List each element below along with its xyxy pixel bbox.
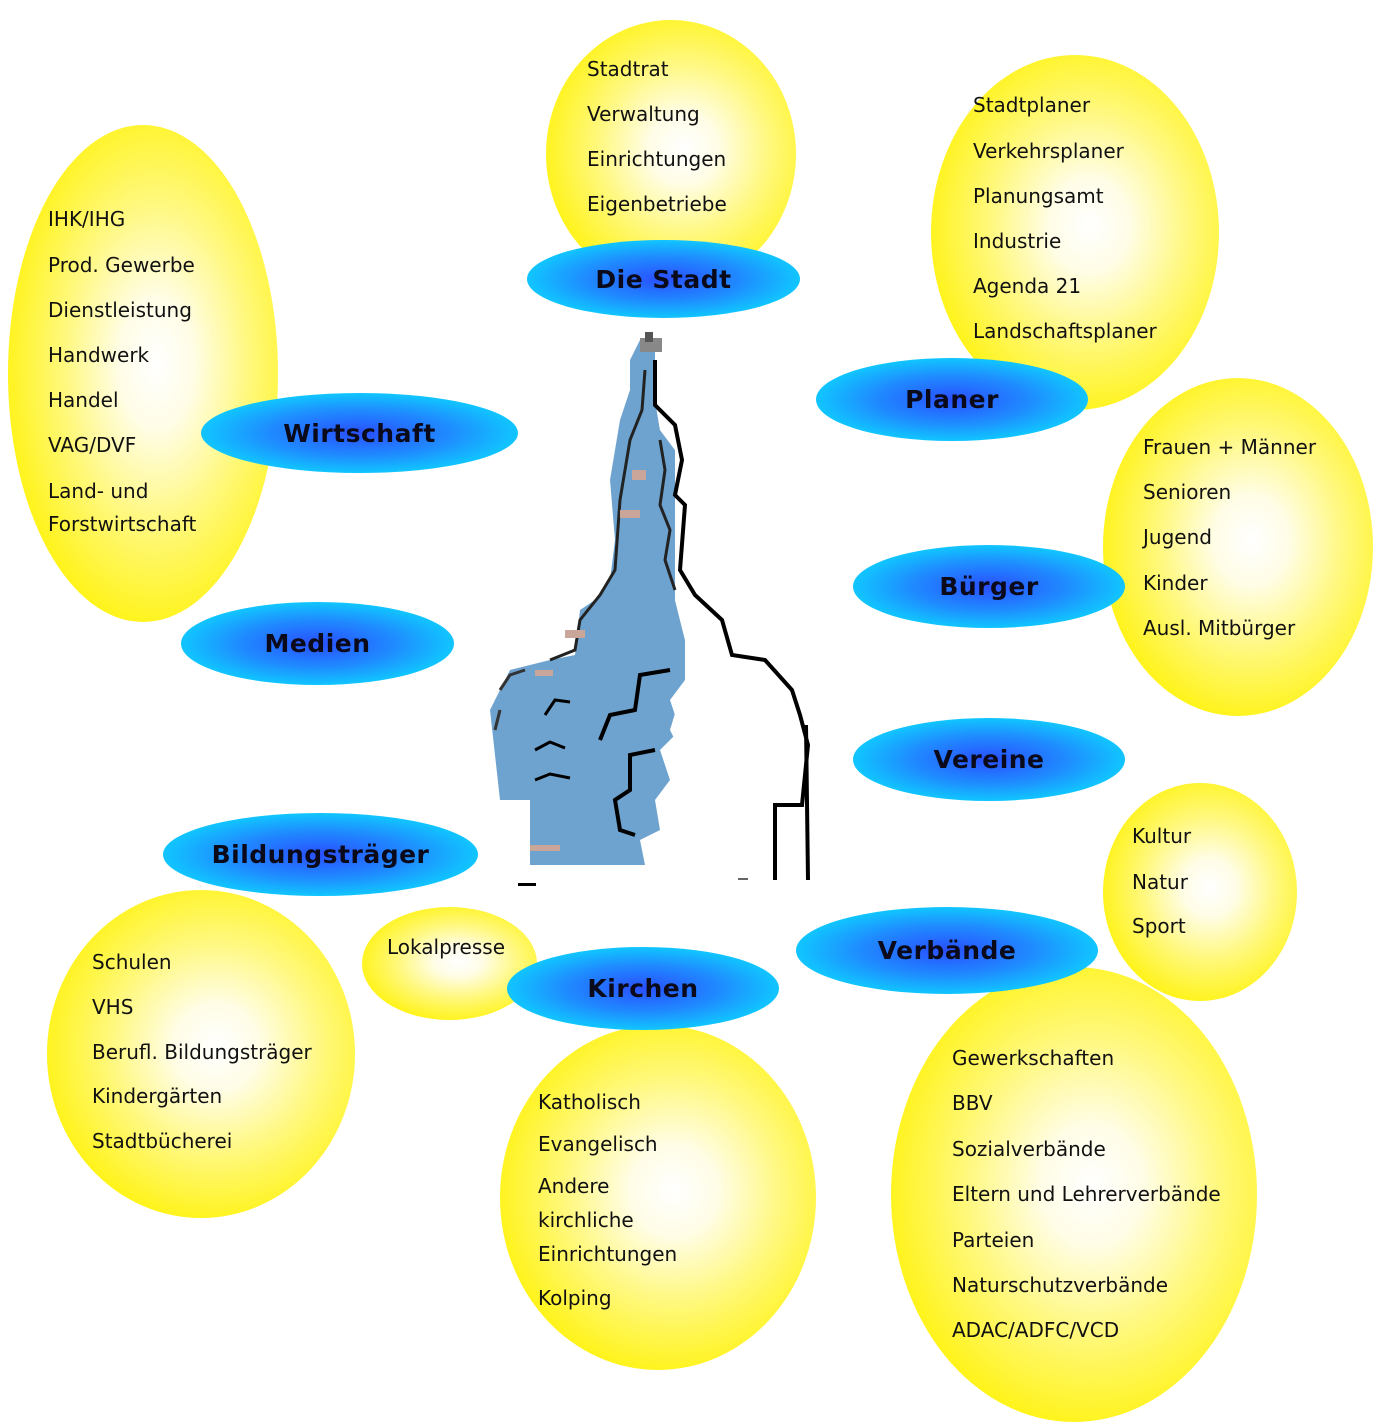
list-item: Sozialverbände xyxy=(952,1137,1106,1161)
list-item: Verwaltung xyxy=(587,102,700,126)
list-item: Land- und xyxy=(48,479,149,503)
church-tower-icon xyxy=(490,332,811,886)
planer-bubble xyxy=(931,55,1219,410)
list-item: Handwerk xyxy=(48,343,150,367)
kirchen-bubble xyxy=(500,1025,816,1370)
list-item: Ausl. Mitbürger xyxy=(1143,616,1296,640)
list-item: Kolping xyxy=(538,1286,612,1310)
buerger-bubble xyxy=(1103,378,1373,716)
list-item: Parteien xyxy=(952,1228,1035,1252)
medien-items: Lokalpresse xyxy=(387,935,505,959)
list-item: Agenda 21 xyxy=(973,274,1082,298)
list-item: kirchliche xyxy=(538,1208,634,1232)
list-item: BBV xyxy=(952,1091,993,1115)
verbaende-title: Verbände xyxy=(796,907,1098,994)
die-stadt-title: Die Stadt xyxy=(527,240,800,318)
planer-title: Planer xyxy=(816,358,1088,441)
vereine-title: Vereine xyxy=(853,718,1125,801)
list-item: Industrie xyxy=(973,229,1062,253)
list-item: Berufl. Bildungsträger xyxy=(92,1040,312,1064)
list-item: Lokalpresse xyxy=(387,935,505,959)
list-item: Frauen + Männer xyxy=(1143,435,1317,459)
kirchen-title: Kirchen xyxy=(507,947,779,1030)
list-item: Kultur xyxy=(1132,824,1192,848)
list-item: Stadtplaner xyxy=(973,93,1091,117)
list-item: VAG/DVF xyxy=(48,433,137,457)
medien-bubble xyxy=(362,907,537,1020)
wirtschaft-bubble xyxy=(8,125,278,622)
die-stadt-items: Stadtrat Verwaltung Einrichtungen Eigenb… xyxy=(587,57,727,237)
list-item: Planungsamt xyxy=(973,184,1104,208)
list-item: VHS xyxy=(92,995,134,1019)
list-item: Prod. Gewerbe xyxy=(48,253,195,277)
list-item: Stadtrat xyxy=(587,57,669,81)
list-item: IHK/IHG xyxy=(48,207,126,231)
list-item: Dienstleistung xyxy=(48,298,192,322)
list-item: Sport xyxy=(1132,914,1186,938)
buerger-title: Bürger xyxy=(853,545,1125,628)
verbaende-bubble xyxy=(891,967,1257,1422)
medien-title: Medien xyxy=(181,602,454,685)
list-item: Einrichtungen xyxy=(538,1242,678,1266)
bildungstraeger-items: Schulen VHS Berufl. Bildungsträger Kinde… xyxy=(92,950,312,1174)
planer-items: Stadtplaner Verkehrsplaner Planungsamt I… xyxy=(973,93,1157,364)
vereine-items: Kultur Natur Sport xyxy=(1132,824,1191,958)
list-item: Gewerkschaften xyxy=(952,1046,1115,1070)
bildungstraeger-title: Bildungsträger xyxy=(163,813,478,896)
verbaende-items: Gewerkschaften BBV Sozialverbände Eltern… xyxy=(952,1046,1221,1363)
list-item: Kindergärten xyxy=(92,1084,223,1108)
list-item: Forstwirtschaft xyxy=(48,512,197,536)
list-item: Stadtbücherei xyxy=(92,1129,233,1153)
wirtschaft-items: IHK/IHG Prod. Gewerbe Dienstleistung Han… xyxy=(48,207,196,545)
wirtschaft-title: Wirtschaft xyxy=(201,393,518,473)
list-item: Katholisch xyxy=(538,1090,641,1114)
bildungstraeger-bubble xyxy=(47,890,355,1218)
list-item: Einrichtungen xyxy=(587,147,727,171)
vereine-bubble xyxy=(1103,783,1297,1001)
buerger-items: Frauen + Männer Senioren Jugend Kinder A… xyxy=(1143,435,1316,661)
list-item: Handel xyxy=(48,388,119,412)
list-item: Senioren xyxy=(1143,480,1232,504)
list-item: Verkehrsplaner xyxy=(973,139,1124,163)
list-item: Evangelisch xyxy=(538,1132,658,1156)
list-item: ADAC/ADFC/VCD xyxy=(952,1318,1120,1342)
list-item: Eigenbetriebe xyxy=(587,192,727,216)
list-item: Andere xyxy=(538,1174,610,1198)
list-item: Jugend xyxy=(1143,525,1212,549)
list-item: Naturschutzverbände xyxy=(952,1273,1169,1297)
church-tower-illustration xyxy=(490,332,811,886)
list-item: Landschaftsplaner xyxy=(973,319,1157,343)
list-item: Natur xyxy=(1132,870,1188,894)
list-item: Kinder xyxy=(1143,571,1208,595)
kirchen-items: Katholisch Evangelisch Andere kirchliche… xyxy=(538,1090,677,1326)
list-item: Schulen xyxy=(92,950,172,974)
list-item: Eltern und Lehrerverbände xyxy=(952,1182,1221,1206)
